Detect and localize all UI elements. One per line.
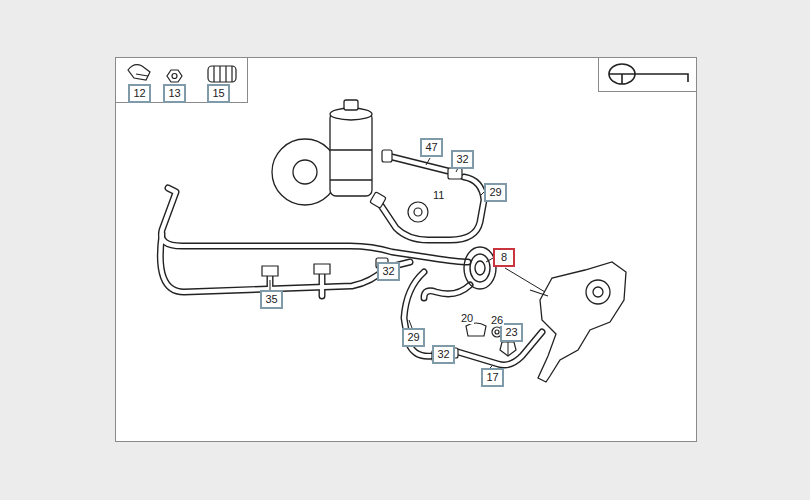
callout-number: 15 (212, 88, 224, 99)
callout-box: 15 (207, 84, 230, 103)
callout-box: 35 (260, 290, 283, 309)
callout-box: 47 (420, 138, 443, 157)
callout-number: 17 (486, 372, 498, 383)
callout-number: 13 (168, 88, 180, 99)
callout-box: 29 (484, 183, 507, 202)
callout-box: 32 (432, 345, 455, 364)
callout-number: 47 (425, 142, 437, 153)
callout-box: 32 (377, 262, 400, 281)
callout-number: 35 (265, 294, 277, 305)
callout-number: 12 (133, 88, 145, 99)
callout-box: 13 (163, 84, 186, 103)
callout-number: 8 (501, 252, 507, 263)
callout-box: 32 (451, 150, 474, 169)
callout-number: 32 (382, 266, 394, 277)
callout-box: 17 (481, 368, 504, 387)
callout-number: 20 (460, 313, 474, 324)
callout-number: 26 (490, 315, 504, 326)
callout-number: 29 (489, 187, 501, 198)
callout-number: 29 (407, 332, 419, 343)
callout-number: 11 (432, 190, 445, 201)
callout-number: 32 (456, 154, 468, 165)
callout-number: 32 (437, 349, 449, 360)
callout-box: 12 (128, 84, 151, 103)
callout-number: 23 (505, 327, 517, 338)
callout-box: 8 (493, 248, 515, 267)
callout-box: 29 (402, 328, 425, 347)
